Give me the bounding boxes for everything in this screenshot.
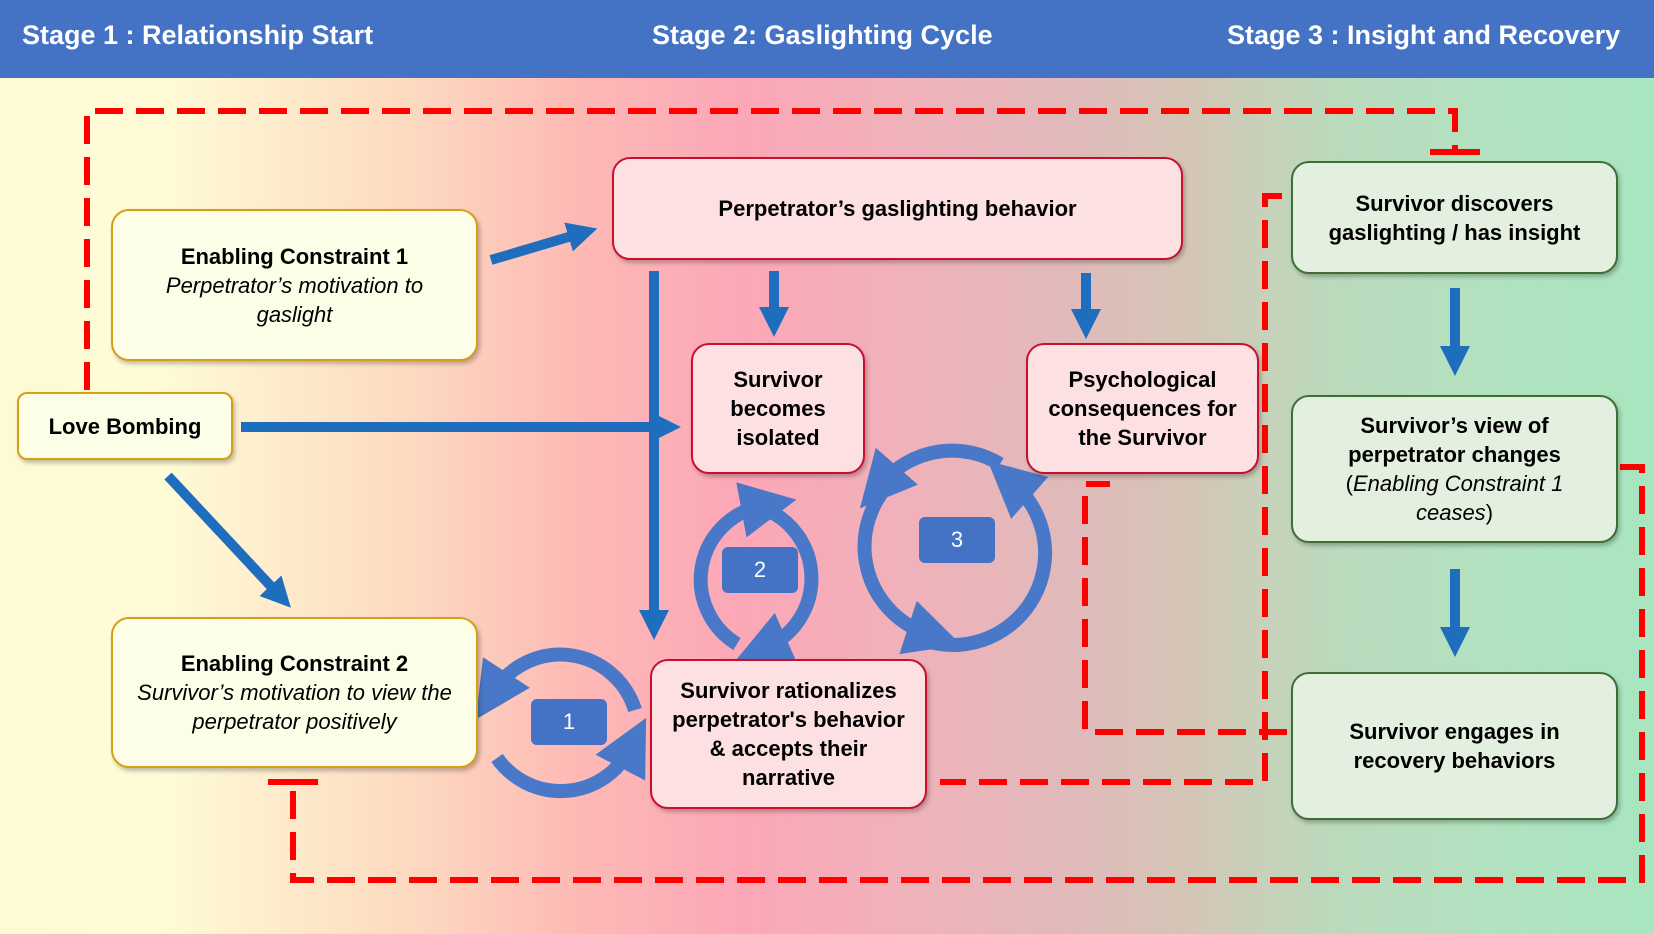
enabling-constraint-1-subtitle: Perpetrator’s motivation to gaslight — [165, 272, 424, 327]
enabling-constraint-2-subtitle: Survivor’s motivation to view the perpet… — [137, 680, 452, 734]
love-bombing-box: Love Bombing — [17, 392, 233, 460]
dashed-line-recovery-to-psych — [1082, 481, 1287, 735]
psychological-consequences-box: Psychological consequences for the Survi… — [1026, 343, 1259, 474]
cycle-2-left-arc — [693, 482, 797, 650]
view-changes-italic: Enabling Constraint 1 ceases — [1352, 471, 1564, 525]
isolated-box: Survivor becomes isolated — [691, 343, 865, 474]
gaslighting-behavior-box: Perpetrator’s gaslighting behavior — [612, 157, 1183, 260]
dashed-line-insight-to-rationalizes — [940, 193, 1282, 785]
view-changes-paren-open: ( — [1345, 471, 1353, 496]
rationalizes-label: Survivor rationalizes perpetrator's beha… — [672, 678, 905, 790]
enabling-constraint-2-box: Enabling Constraint 2 Survivor’s motivat… — [111, 617, 478, 768]
dashed-line-blockers — [268, 149, 1480, 785]
gaslighting-behavior-label: Perpetrator’s gaslighting behavior — [718, 196, 1077, 221]
enabling-constraint-2-title: Enabling Constraint 2 — [180, 651, 409, 676]
discovers-insight-label: Survivor discovers gaslighting / has ins… — [1328, 190, 1581, 245]
stage-header-bar: Stage 1 : Relationship Start Stage 2: Ga… — [0, 0, 1654, 78]
enabling-constraint-1-box: Enabling Constraint 1 Perpetrator’s moti… — [111, 209, 478, 361]
love-bombing-label: Love Bombing — [48, 413, 202, 439]
dashed-feedback-lines — [84, 108, 1645, 883]
stage-1-title: Stage 1 : Relationship Start — [22, 20, 374, 50]
cycle-3-badge: 3 — [919, 517, 995, 563]
dashed-line-lovebombing-to-insight — [84, 108, 1458, 390]
isolated-label: Survivor becomes isolated — [730, 367, 826, 450]
discovers-insight-box: Survivor discovers gaslighting / has ins… — [1291, 161, 1618, 274]
recovery-behaviors-label: Survivor engages in recovery behaviors — [1349, 719, 1560, 773]
enabling-constraint-1-title: Enabling Constraint 1 — [180, 243, 409, 269]
view-changes-subtitle: (Enabling Constraint 1 ceases) — [1293, 469, 1616, 527]
stage-2-title: Stage 2: Gaslighting Cycle — [652, 20, 993, 50]
cycle-3-top-arc — [859, 443, 1004, 509]
dashed-line-view-to-enabling2 — [290, 464, 1645, 883]
stage-3-title: Stage 3 : Insight and Recovery — [1227, 20, 1621, 50]
rationalizes-box: Survivor rationalizes perpetrator's beha… — [650, 659, 927, 809]
cycle-3-right-arc — [928, 460, 1053, 652]
recovery-behaviors-box: Survivor engages in recovery behaviors — [1291, 672, 1618, 820]
cycle-arrows — [475, 443, 1053, 799]
cycle-2-right-arc — [735, 501, 819, 664]
cycle-3-left-arc — [857, 477, 962, 655]
view-changes-box: Survivor’s view of perpetrator changes (… — [1291, 395, 1618, 543]
arrow-ec1-to-gaslighting — [489, 222, 598, 265]
view-changes-paren-close: ) — [1485, 500, 1494, 525]
cycle-2-badge: 2 — [722, 547, 798, 593]
cycle-1-upper-arc — [475, 647, 642, 720]
flow-arrows — [164, 222, 1470, 658]
view-changes-title: Survivor’s view of perpetrator changes — [1348, 413, 1561, 467]
arrow-lovebombing-to-ec2 — [164, 472, 291, 608]
cycle-1-lower-arc — [491, 717, 647, 799]
cycle-1-badge: 1 — [531, 699, 607, 745]
psychological-consequences-label: Psychological consequences for the Survi… — [1048, 367, 1237, 450]
